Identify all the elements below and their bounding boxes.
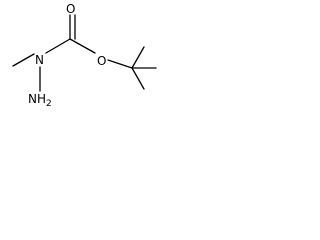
- bond-tert-c-methyl-down: [131, 67, 145, 90]
- atom-ester-oxygen: O: [97, 54, 106, 68]
- bond-tert-c-methyl-up: [131, 46, 145, 69]
- atom-hydrazine-nitrogen: N: [35, 53, 44, 67]
- bond-n-carbonyl-c: [45, 38, 71, 54]
- atom-carbonyl-oxygen: O: [66, 2, 75, 16]
- amino-label: NH: [28, 92, 46, 106]
- structure-canvas: O O N NH2: [0, 0, 181, 121]
- atom-amino-group: NH2: [28, 92, 52, 109]
- bond-c-ester-o: [69, 38, 96, 54]
- bond-methyl-n: [12, 53, 35, 67]
- molecule-drawing: O O N NH2: [12, 2, 157, 109]
- amino-subscript: 2: [46, 99, 52, 109]
- bond-ester-o-tert-c: [107, 59, 133, 69]
